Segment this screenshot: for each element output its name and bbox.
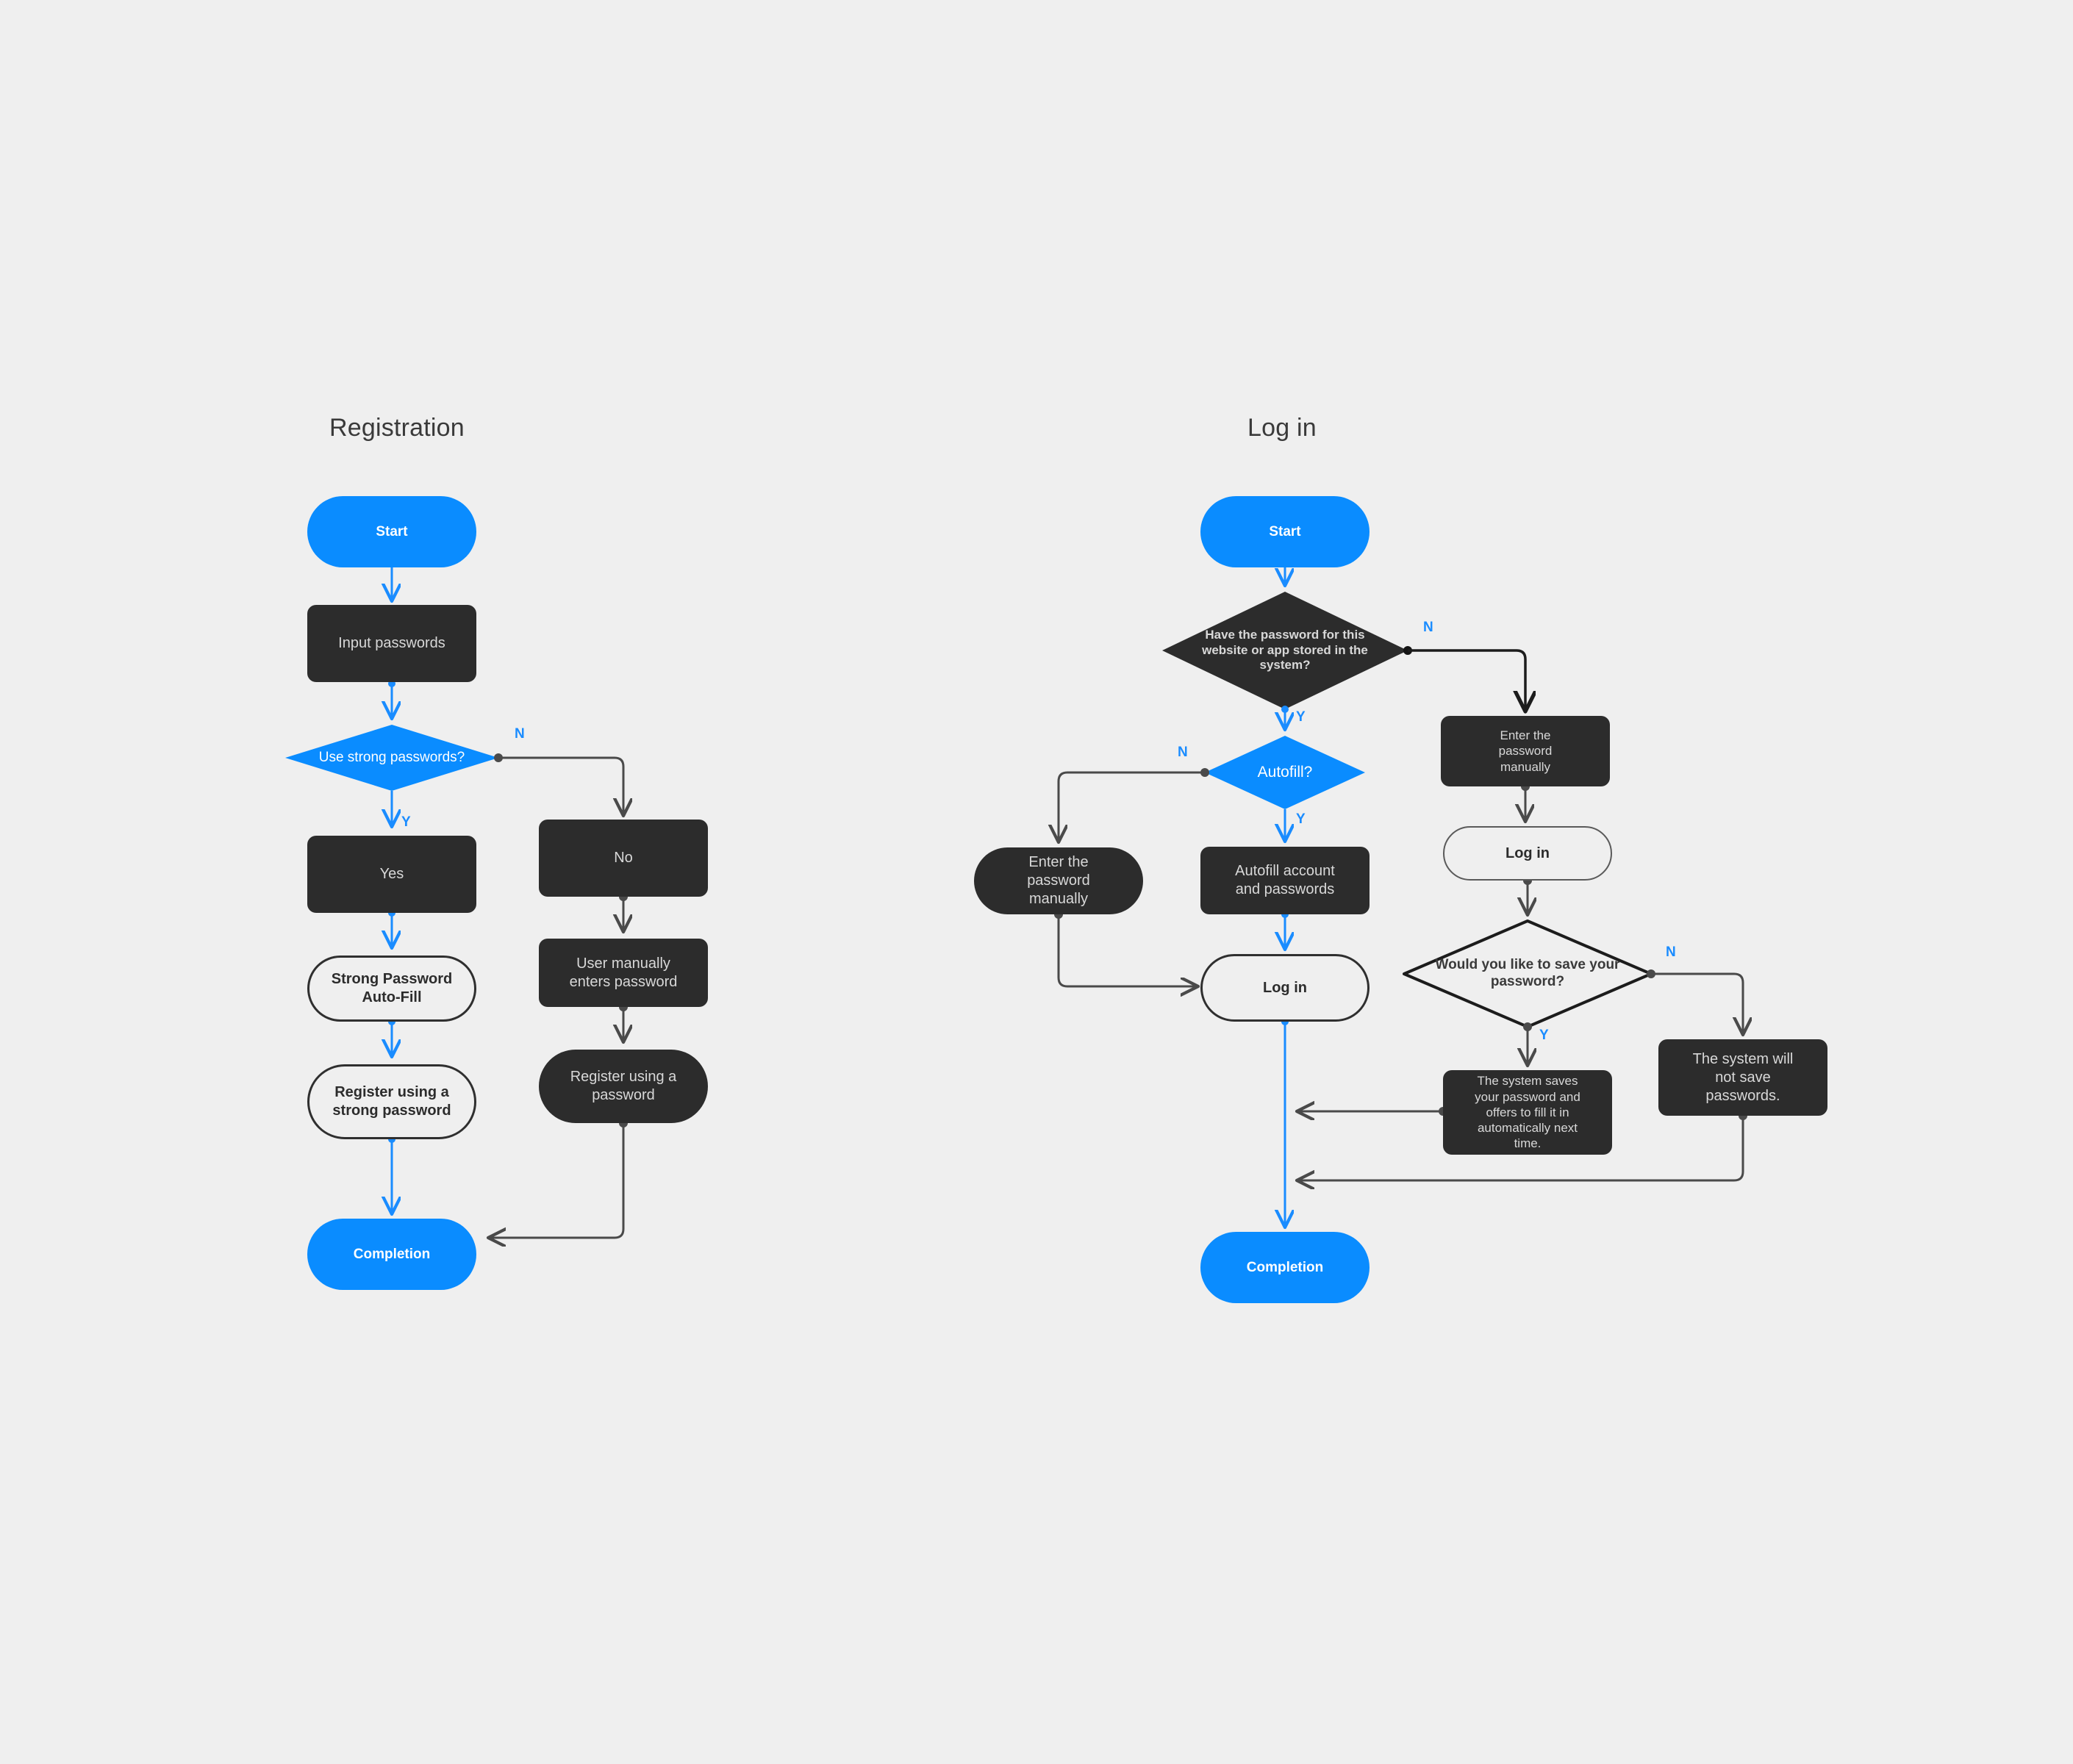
node-yes[interactable]: Yes [307, 836, 476, 913]
node-login-start[interactable]: Start [1200, 496, 1370, 567]
node-label: Yes [379, 866, 404, 882]
edge-autofill-no [1059, 771, 1205, 842]
decision-diamond-password-stored [1162, 592, 1408, 709]
node-no[interactable]: No [539, 820, 708, 897]
edge-system-not-save-to-completion [1297, 1116, 1744, 1180]
decision-diamond-autofill [1205, 736, 1365, 809]
node-input-passwords[interactable]: Input passwords [307, 605, 476, 682]
decision-diamond-save-password [1403, 919, 1653, 1028]
edge-have-password-no [1408, 649, 1525, 711]
node-registration-start[interactable]: Start [307, 496, 476, 567]
edge-save-question-no [1651, 972, 1743, 1035]
node-label: Start [376, 523, 408, 539]
decision-diamond-use-strong-passwords [285, 725, 498, 791]
node-label: Completion [1246, 1259, 1324, 1275]
node-label: Input passwords [338, 635, 445, 651]
registration-flow-title: Registration [329, 414, 465, 442]
node-label: Completion [353, 1246, 431, 1262]
login-flow-title: Log in [1247, 414, 1317, 442]
edge-label-registration-y: Y [401, 814, 411, 830]
node-log-in-center[interactable]: Log in [1200, 954, 1370, 1022]
node-label: Log in [1263, 979, 1307, 996]
node-label: Start [1269, 523, 1301, 539]
node-registration-completion[interactable]: Completion [307, 1219, 476, 1290]
edge-label-login-n1: N [1423, 620, 1433, 635]
edge-decision-no [498, 756, 623, 816]
edge-label-login-n2: N [1178, 745, 1188, 760]
edge-label-login-y3: Y [1539, 1028, 1549, 1043]
node-log-in-right[interactable]: Log in [1443, 826, 1612, 881]
node-login-completion[interactable]: Completion [1200, 1232, 1370, 1303]
edge-label-login-y2: Y [1296, 811, 1306, 827]
edge-register-password-to-completion [488, 1123, 625, 1238]
edge-label-registration-n: N [515, 726, 525, 742]
edge-label-login-y1: Y [1296, 709, 1306, 725]
edge-label-login-n3: N [1666, 944, 1676, 960]
node-label: Log in [1505, 845, 1550, 861]
node-label: No [614, 850, 633, 866]
edge-manual-left-to-login [1057, 914, 1198, 986]
